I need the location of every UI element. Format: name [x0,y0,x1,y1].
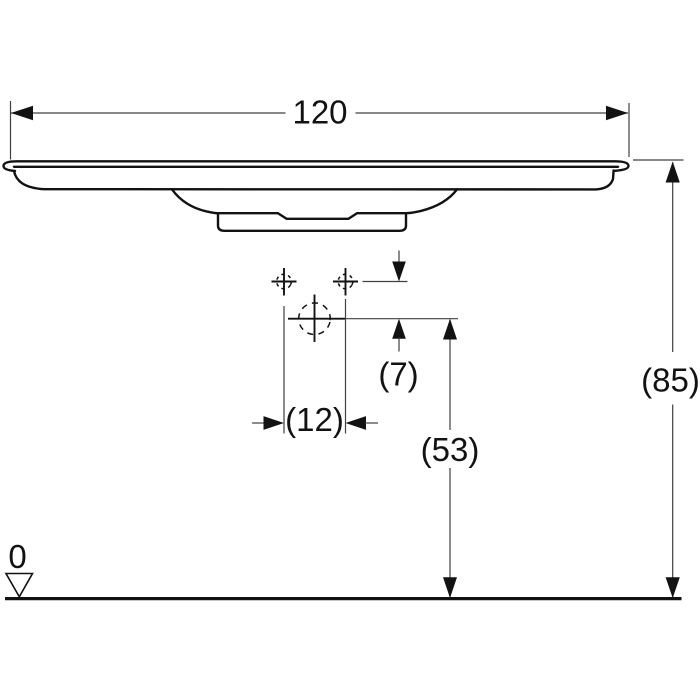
overall-width-label: 120 [292,94,347,131]
datum-triangle-icon [4,572,34,599]
arrowhead-down-icon [665,577,680,598]
basin-apron [12,169,615,191]
dim-faucet-to-drain: (7) [345,250,458,393]
hole-spacing-label: (12) [285,401,344,438]
dim-hole-spacing: (12) [252,299,378,438]
arrowhead-left-icon [345,416,366,430]
hole-dashed-circle-icon [275,273,293,290]
basin-bowl-inner-edge [216,212,408,220]
drain-height-label: (53) [421,431,480,468]
arrowhead-up-icon [665,161,680,183]
faucet-hole-marker-left [271,268,297,296]
arrowhead-right-icon [263,416,284,430]
arrowhead-up-icon [392,318,406,339]
dim-overall-height: (85) [633,159,700,598]
arrowhead-down-icon [443,577,457,598]
arrowhead-up-icon [443,318,457,340]
faucet-to-drain-label: (7) [378,356,418,393]
arrowhead-right-icon [606,105,628,121]
dim-overall-width: 120 [9,94,630,160]
arrowhead-down-icon [392,261,406,282]
datum-marker: 0 [4,538,34,599]
drain-marker [288,294,345,342]
basin-rim [2,160,630,173]
arrowhead-left-icon [11,105,33,121]
faucet-hole-marker-right [333,268,358,296]
washbasin-outline [2,160,630,232]
dim-drain-height: (53) [421,318,480,598]
drain-dashed-circle-icon [297,302,332,336]
overall-height-label: (85) [641,362,700,399]
datum-zero-label: 0 [8,538,26,575]
basin-bowl [170,188,459,232]
hole-dashed-circle-icon [337,273,354,290]
